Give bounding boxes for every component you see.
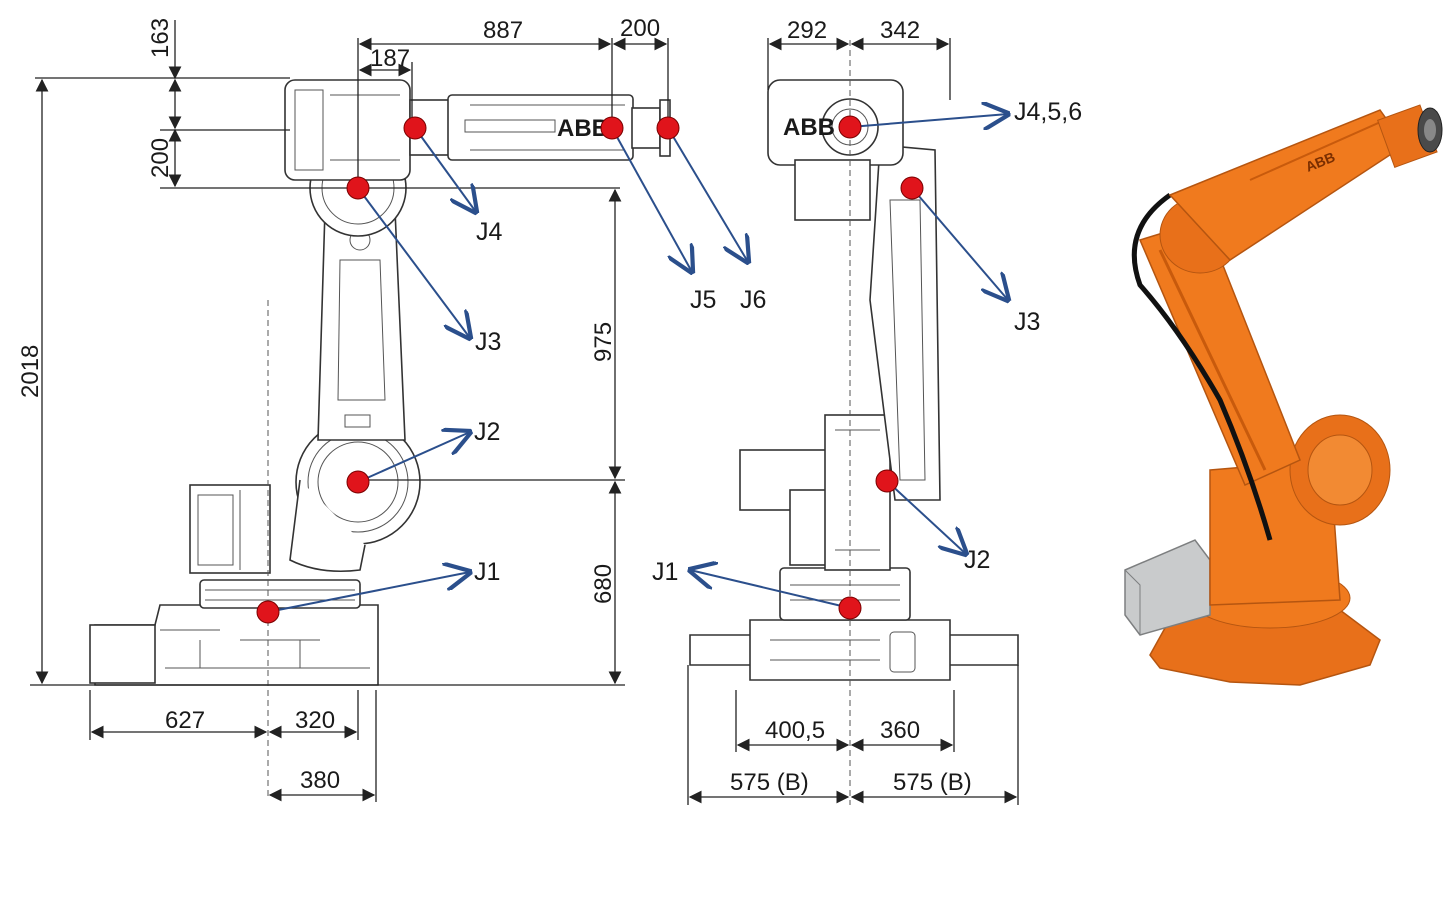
abb-logo-front: ABB [557,115,609,142]
joint-j3-marker [346,176,370,200]
joint-j4-marker [403,116,427,140]
joint-j1-side-marker [838,596,862,620]
label-j2: J2 [474,418,500,446]
label-j2-side: J2 [964,546,990,574]
dim-380: 380 [300,767,340,794]
dim-975: 975 [590,322,617,362]
joint-j6-marker [656,116,680,140]
dim-400-5: 400,5 [765,717,825,744]
dim-163: 163 [147,18,174,58]
joint-j2-marker [346,470,370,494]
dim-320: 320 [295,707,335,734]
robot-photo: ABB [1124,104,1443,686]
dim-627: 627 [165,707,205,734]
label-j5: J5 [690,286,716,314]
joint-j1-marker [256,600,280,624]
dim-200-horizontal: 200 [620,15,660,42]
joint-j2-side-marker [875,469,899,493]
dim-342: 342 [880,17,920,44]
dim-200-vertical: 200 [147,138,174,178]
dim-575-left: 575 (B) [730,769,809,796]
joint-j456-marker [838,115,862,139]
dim-360: 360 [880,717,920,744]
front-joints: J4 J5 J6 J3 J2 J1 [256,116,766,624]
front-view-robot: ABB [89,79,671,800]
label-j1: J1 [474,558,500,586]
label-j3-side: J3 [1014,308,1040,336]
dim-2018: 2018 [17,345,44,398]
dim-680: 680 [590,564,617,604]
side-dimensions: 292 342 400,5 360 575 (B) 575 (B) [687,17,1019,805]
abb-logo-side: ABB [783,114,835,141]
joint-j3-side-marker [900,176,924,200]
side-view-robot: ABB [689,40,1019,805]
label-j4: J4 [476,218,503,246]
dim-187: 187 [370,45,410,72]
dim-575-right: 575 (B) [893,769,972,796]
label-j1-side: J1 [652,558,678,586]
dim-292: 292 [787,17,827,44]
dim-887: 887 [483,17,523,44]
label-j6: J6 [740,286,766,314]
label-j3: J3 [475,328,501,356]
joint-j5-marker [600,116,624,140]
label-j456: J4,5,6 [1014,98,1082,126]
side-joints: J4,5,6 J3 J2 J1 [652,98,1082,620]
front-dimensions: 163 200 2018 187 887 200 975 680 627 320… [17,15,669,802]
